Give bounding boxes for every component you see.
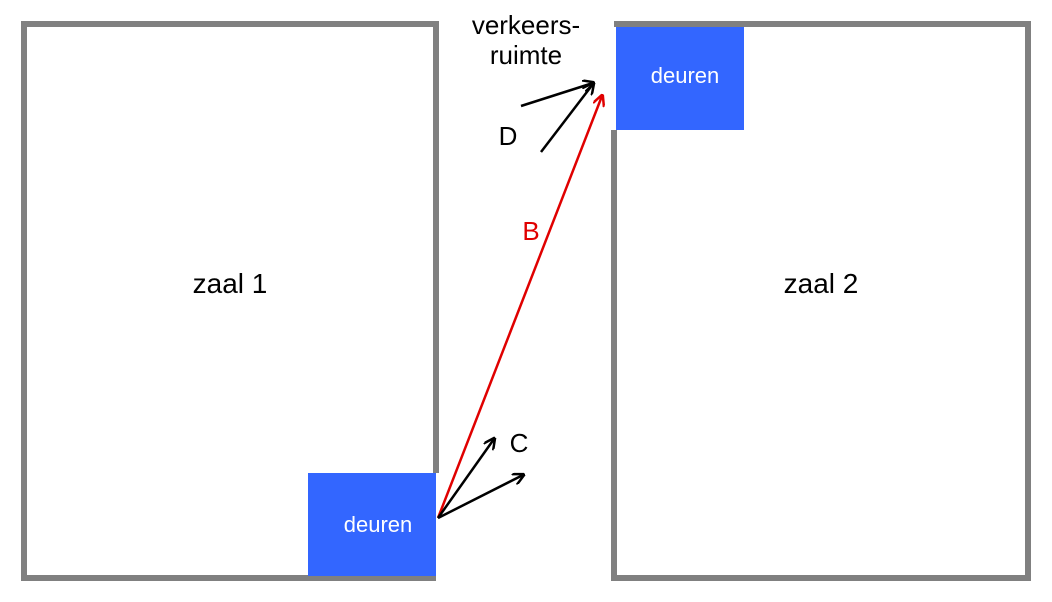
arrow-c-upper [436,439,494,519]
room-2-walls [611,21,1031,581]
arrow-c-lower [437,475,523,520]
arrow-b-label: B [522,216,539,246]
room-1-walls [21,21,439,581]
room-2-label: zaal 2 [784,268,859,299]
room-1-label: zaal 1 [193,268,268,299]
arrow-c-label: C [510,428,529,458]
door-1-label: deuren [344,512,413,537]
corridor-label-line-2: ruimte [490,40,562,70]
arrow-b [436,96,602,519]
arrow-d-label: D [499,121,518,151]
door-2-box [616,27,744,130]
arrow-d-lower [540,84,593,153]
corridor-label-line-1: verkeers- [472,10,580,40]
door-1-box [308,473,436,576]
arrow-d-upper [520,83,593,108]
door-2-label: deuren [651,63,720,88]
